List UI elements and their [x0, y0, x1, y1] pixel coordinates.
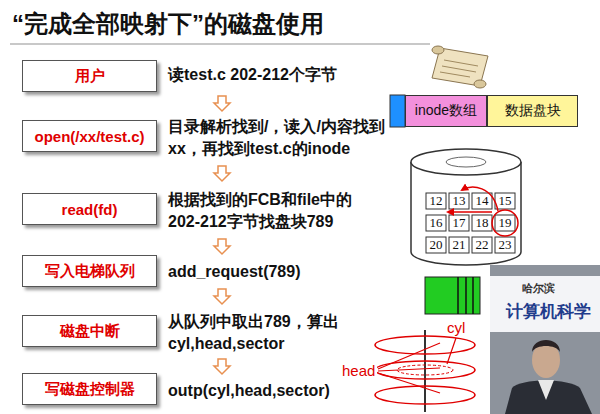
block-number: 20 — [426, 237, 446, 253]
box-label: 写入电梯队列 — [45, 262, 135, 281]
block-number: 15 — [495, 193, 515, 209]
scroll-icon — [432, 46, 488, 88]
boot-block — [390, 95, 405, 127]
process-box: open(/xx/test.c) — [22, 120, 157, 152]
seek-arrow — [448, 211, 492, 213]
box-label: 数据盘块 — [505, 102, 561, 120]
block-number: 19 — [495, 215, 515, 231]
block-number: 18 — [472, 215, 492, 231]
block-number: 22 — [472, 237, 492, 253]
part-label: cyl — [445, 319, 467, 336]
process-box: 磁盘中断 — [22, 315, 157, 347]
seek-arrow — [462, 187, 498, 211]
disk-region: inode数组 — [405, 95, 487, 127]
watermark: 计算机科学 — [506, 300, 591, 323]
description-text: 根据找到的FCB和file中的 202-212字节找盘块789 — [168, 189, 373, 233]
flow-arrows — [214, 96, 230, 374]
description-text: outp(cyl,head,sector) — [168, 380, 388, 402]
process-box: 写磁盘控制器 — [22, 373, 157, 405]
description-text: 读test.c 202-212个字节 — [168, 64, 408, 86]
disk-region: 数据盘块 — [487, 95, 578, 127]
disk-platters — [375, 330, 475, 412]
process-box: 用户 — [22, 60, 157, 92]
process-box: 写入电梯队列 — [22, 255, 157, 287]
box-label: read(fd) — [62, 201, 118, 218]
block-number: 12 — [426, 193, 446, 209]
target-circle — [492, 210, 518, 236]
block-number: 17 — [449, 215, 469, 231]
block-number: 14 — [472, 193, 492, 209]
video-overlay — [490, 265, 600, 414]
box-label: inode数组 — [415, 102, 477, 120]
description-text: 从队列中取出789，算出 cyl,head,sector — [168, 311, 368, 355]
block-cells — [426, 193, 515, 253]
box-label: open(/xx/test.c) — [34, 128, 144, 145]
description-text: add_request(789) — [168, 261, 388, 283]
box-label: 写磁盘控制器 — [45, 380, 135, 399]
block-number: 16 — [426, 215, 446, 231]
block-number: 21 — [449, 237, 469, 253]
buffer-block — [425, 277, 480, 314]
process-box: read(fd) — [22, 193, 157, 225]
watermark: 哈尔滨 — [522, 281, 555, 296]
part-label: head — [340, 362, 377, 379]
slide-title: “完成全部映射下”的磁盘使用 — [12, 8, 324, 40]
box-label: 磁盘中断 — [60, 322, 120, 341]
block-number: 23 — [495, 237, 515, 253]
box-label: 用户 — [75, 67, 105, 86]
disk-cylinder — [411, 149, 521, 265]
description-text: 目录解析找到/，读入/内容找到xx，再找到test.c的inode — [168, 116, 390, 160]
title-rule — [10, 43, 430, 45]
block-number: 13 — [449, 193, 469, 209]
